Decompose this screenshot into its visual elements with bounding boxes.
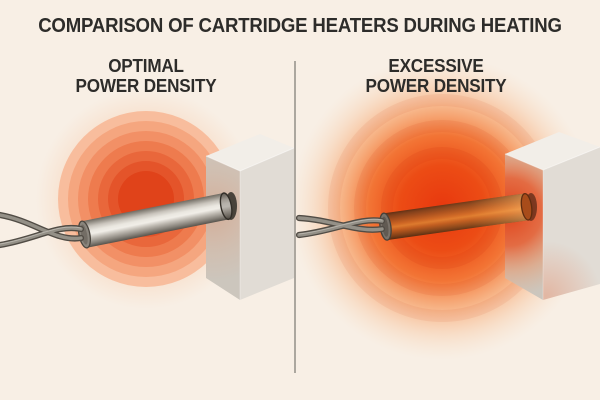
heater-tip — [520, 192, 533, 221]
heater-tip-shade — [220, 193, 232, 220]
optimal-illustration — [0, 89, 294, 309]
infographic-title: COMPARISON OF CARTRIDGE HEATERS DURING H… — [38, 15, 562, 37]
panel-divider — [294, 61, 296, 373]
heater-body — [82, 192, 229, 248]
metal-block-optimal — [205, 134, 294, 300]
lead-wire — [297, 216, 384, 232]
block-top-face — [206, 134, 294, 171]
block-front-face-warm-tint — [543, 147, 600, 300]
lead-wires-optimal — [0, 211, 85, 249]
block-side-face-warm-tint — [206, 156, 240, 300]
lead-wire-highlight — [298, 218, 383, 235]
label-optimal-line2: POWER DENSITY — [75, 76, 217, 96]
lead-wire — [0, 226, 83, 247]
label-excessive-line1: EXCESSIVE — [388, 56, 484, 76]
heater-tip — [219, 192, 233, 221]
block-top-face — [505, 132, 600, 170]
label-excessive: EXCESSIVE POWER DENSITY — [316, 56, 555, 96]
lead-wires-excessive — [296, 214, 386, 239]
lead-wire — [0, 213, 83, 241]
block-edge-highlight — [504, 146, 600, 171]
metal-block-excessive — [504, 132, 600, 300]
lead-wire-highlight — [0, 226, 82, 245]
label-excessive-line2: POWER DENSITY — [365, 76, 507, 96]
excessive-illustration — [296, 56, 600, 360]
label-optimal-line1: OPTIMAL — [108, 56, 184, 76]
block-edge-highlight — [205, 147, 294, 172]
label-optimal: OPTIMAL POWER DENSITY — [26, 56, 265, 96]
heater-body-hot-tip-overlay — [384, 193, 529, 240]
block-side-face-glow — [505, 154, 543, 300]
block-front-face — [240, 148, 294, 300]
